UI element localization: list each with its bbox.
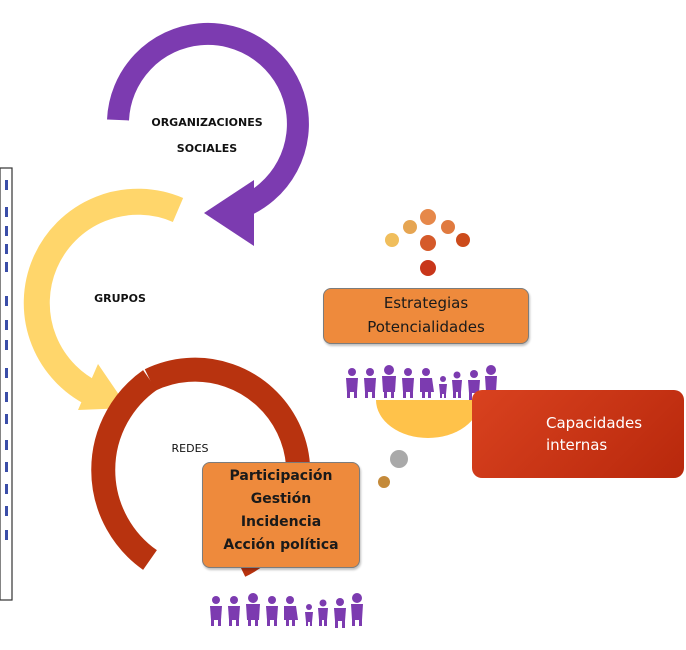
capacidades-internas-box: Capacidades internas — [472, 390, 684, 478]
left-text-frame — [0, 167, 13, 601]
gray-dots — [378, 450, 408, 488]
label-grupos-text: GRUPOS — [94, 292, 146, 305]
capacidades-internas-line2: internas — [546, 436, 608, 454]
external-box-line2: Gestión — [250, 491, 312, 507]
purple-arrow-arc — [107, 22, 309, 246]
external-actions-box: Participación Gestión Incidencia Acción … — [202, 462, 360, 568]
internal-box-line2: Potencialidades — [367, 318, 485, 336]
capacidades-internas-line1: Capacidades — [546, 414, 643, 432]
yellow-half-disc — [376, 400, 480, 438]
label-organizaciones: ORGANIZACIONES SOCIALES — [122, 110, 292, 162]
label-organizaciones-line1: ORGANIZACIONES — [151, 116, 263, 129]
label-redes-text: REDES — [171, 442, 209, 455]
people-icons-internal — [346, 365, 497, 400]
external-box-line4: Acción política — [223, 537, 339, 553]
label-redes: REDES — [150, 436, 230, 462]
external-box-line3: Incidencia — [240, 514, 322, 530]
people-icons-external — [210, 593, 363, 628]
label-organizaciones-line2: SOCIALES — [176, 142, 238, 155]
internal-strategies-box: Estrategias Potencialidades — [323, 288, 529, 344]
label-grupos: GRUPOS — [70, 286, 170, 312]
dots-arrow — [385, 209, 470, 276]
internal-box-line1: Estrategias — [383, 294, 469, 312]
external-box-line1: Participación — [229, 468, 333, 484]
